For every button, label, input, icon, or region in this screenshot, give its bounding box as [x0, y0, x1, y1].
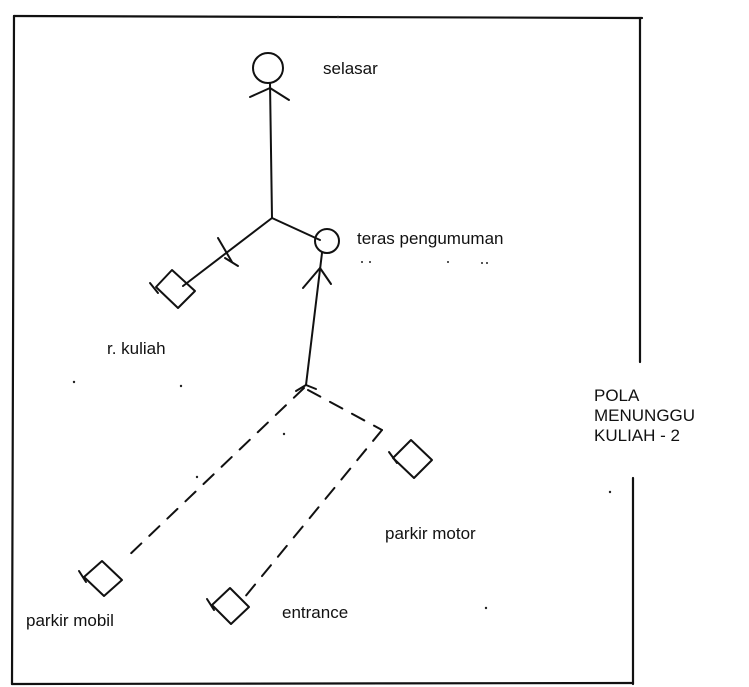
scan-speck — [179, 384, 183, 388]
figure-teras-body — [305, 252, 323, 386]
label-r-kuliah: r. kuliah — [107, 339, 166, 358]
path-to-r-kuliah — [182, 217, 273, 287]
figure-teras-head — [314, 228, 340, 254]
label-teras-pengumuman: teras pengumuman — [357, 229, 504, 248]
node-r-kuliah-box — [155, 269, 196, 309]
figure-selasar-head — [252, 52, 284, 84]
scan-speck — [369, 261, 371, 263]
path-tick-2 — [224, 257, 239, 267]
label-parkir-motor: parkir motor — [385, 524, 476, 543]
figure-teras-arm-left — [302, 267, 321, 289]
scan-speck — [361, 261, 363, 263]
node-parkir-mobil-tick — [78, 570, 87, 583]
scan-speck — [447, 261, 449, 263]
scan-speck — [72, 380, 76, 384]
dashed-path-to-entrance — [243, 429, 383, 599]
diagram-title-line-1: POLA — [594, 386, 640, 405]
figure-teras-leg-right — [305, 384, 317, 390]
node-entrance-box — [211, 587, 250, 625]
dashed-path-to-parkir-mobil — [123, 387, 305, 561]
figure-selasar-arm-left — [249, 87, 271, 98]
node-r-kuliah-tick — [149, 282, 159, 294]
figure-teras — [295, 228, 340, 392]
node-parkir-motor-tick — [388, 451, 398, 464]
dashed-path-to-parkir-motor — [307, 389, 383, 431]
scan-speck — [195, 475, 199, 479]
figure-selasar-body — [269, 82, 273, 219]
node-parkir-mobil-box — [83, 560, 123, 597]
scan-speck — [484, 606, 488, 610]
label-parkir-mobil: parkir mobil — [26, 611, 114, 630]
figure-teras-leg-left — [295, 384, 307, 392]
figure-selasar-arm-right — [269, 87, 290, 101]
diagram-title: POLA MENUNGGU KULIAH - 2 — [594, 386, 695, 446]
scan-speck — [336, 15, 340, 19]
path-to-teras-figure — [271, 217, 321, 241]
diagram-title-line-2: MENUNGGU — [594, 406, 696, 425]
node-entrance-tick — [206, 598, 215, 611]
node-parkir-motor-box — [392, 439, 433, 479]
label-entrance: entrance — [282, 603, 349, 622]
scan-speck — [486, 262, 488, 264]
scan-speck — [608, 490, 612, 494]
frame-top — [12, 14, 644, 20]
frame-left — [10, 14, 16, 686]
diagram-title-line-3: KULIAH - 2 — [594, 426, 680, 445]
scan-speck — [282, 432, 286, 436]
label-selasar: selasar — [323, 59, 378, 78]
scan-speck — [481, 262, 483, 264]
figure-selasar — [249, 52, 290, 219]
path-tick-1 — [217, 237, 233, 263]
frame-bottom — [10, 681, 635, 686]
figure-teras-arm-right — [319, 267, 332, 285]
